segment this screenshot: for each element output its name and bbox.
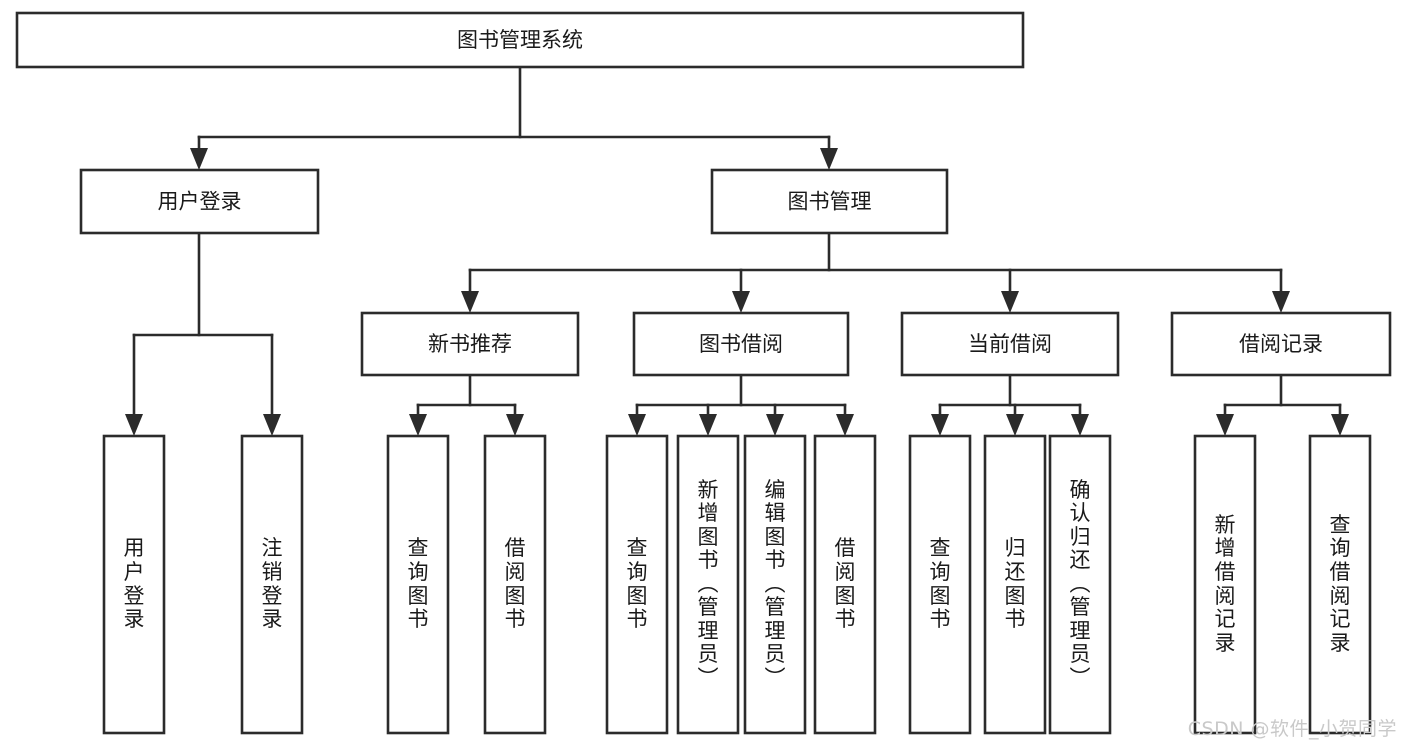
- edges-layer: [125, 65, 1349, 436]
- arrow-head-icon: [766, 414, 784, 436]
- node-level2-label-1: 图书管理: [788, 190, 872, 214]
- node-root[interactable]: [15, 11, 1025, 69]
- node-leaf-6[interactable]: [743, 434, 807, 735]
- node-root-label: 图书管理系统: [457, 28, 583, 52]
- arrow-head-icon: [628, 414, 646, 436]
- node-leaf-4[interactable]: [605, 434, 669, 735]
- node-level3-label-2: 当前借阅: [968, 332, 1052, 356]
- arrow-head-icon: [699, 414, 717, 436]
- node-leaf-11[interactable]: [1193, 434, 1257, 735]
- arrow-head-icon: [409, 414, 427, 436]
- node-leaf-10[interactable]: [1048, 434, 1112, 735]
- arrow-head-icon: [1006, 414, 1024, 436]
- arrow-head-icon: [506, 414, 524, 436]
- node-level2-1[interactable]: [710, 168, 949, 235]
- node-leaf-12[interactable]: [1308, 434, 1372, 735]
- node-leaf-2[interactable]: [386, 434, 450, 735]
- node-leaf-5[interactable]: [676, 434, 740, 735]
- arrow-head-icon: [190, 148, 208, 170]
- arrow-head-icon: [732, 291, 750, 313]
- arrow-head-icon: [820, 148, 838, 170]
- node-level3-1[interactable]: [632, 311, 850, 377]
- node-level2-label-0: 用户登录: [158, 190, 242, 214]
- node-level3-3[interactable]: [1170, 311, 1392, 377]
- node-leaf-9[interactable]: [983, 434, 1047, 735]
- node-level3-2[interactable]: [900, 311, 1120, 377]
- node-level3-label-3: 借阅记录: [1239, 332, 1323, 356]
- arrow-head-icon: [1272, 291, 1290, 313]
- node-leaf-8[interactable]: [908, 434, 972, 735]
- arrow-head-icon: [263, 414, 281, 436]
- arrow-head-icon: [125, 414, 143, 436]
- arrow-head-icon: [836, 414, 854, 436]
- node-leaf-1[interactable]: [240, 434, 304, 735]
- node-level3-label-1: 图书借阅: [699, 332, 783, 356]
- arrow-head-icon: [1071, 414, 1089, 436]
- arrow-head-icon: [1216, 414, 1234, 436]
- arrow-head-icon: [1001, 291, 1019, 313]
- node-leaf-7[interactable]: [813, 434, 877, 735]
- node-level2-0[interactable]: [79, 168, 320, 235]
- arrow-head-icon: [931, 414, 949, 436]
- node-leaf-3[interactable]: [483, 434, 547, 735]
- node-level3-0[interactable]: [360, 311, 580, 377]
- node-leaf-0[interactable]: [102, 434, 166, 735]
- arrow-head-icon: [461, 291, 479, 313]
- arrow-head-icon: [1331, 414, 1349, 436]
- node-level3-label-0: 新书推荐: [428, 332, 512, 356]
